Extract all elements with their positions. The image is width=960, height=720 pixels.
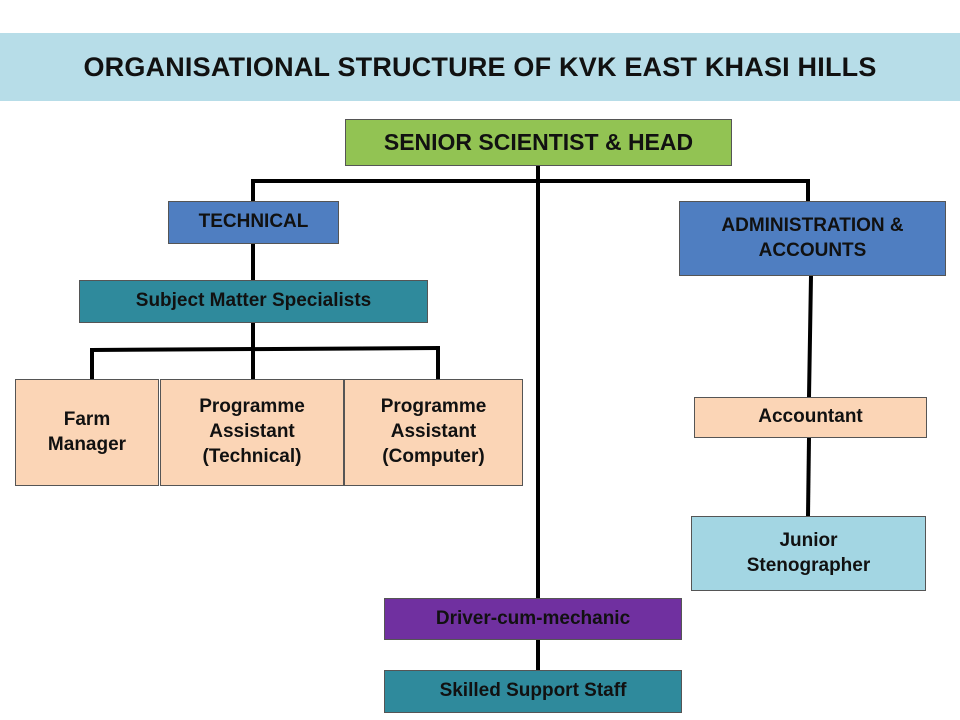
node-administration-accounts: ADMINISTRATION & ACCOUNTS [679,201,946,276]
node-label-line1: Programme [380,396,487,418]
node-label-line2: ACCOUNTS [758,239,867,261]
node-label-line1: ADMINISTRATION & [721,214,904,236]
node-label-line3: (Technical) [202,445,302,467]
node-programme-assistant-technical: Programme Assistant (Technical) [160,379,344,486]
connector-staff-bar [89,345,441,353]
node-label-line1: Farm [63,408,111,430]
node-skilled-support-staff: Skilled Support Staff [384,670,682,713]
node-label-line1: Junior [779,529,838,551]
node-label-line2: Manager [47,433,127,455]
node-driver-cum-mechanic: Driver-cum-mechanic [384,598,682,640]
node-label: Subject Matter Specialists [135,290,372,312]
node-technical: TECHNICAL [168,201,339,244]
node-label-line2: Stenographer [746,554,871,576]
connector-accountant-to-steno [805,435,812,519]
node-label: Driver-cum-mechanic [435,607,631,629]
node-farm-manager: Farm Manager [15,379,159,486]
node-junior-stenographer: Junior Stenographer [691,516,926,591]
node-label-line2: Assistant [390,421,477,443]
node-accountant: Accountant [694,397,927,438]
node-label-line3: (Computer) [382,445,485,467]
page-title: ORGANISATIONAL STRUCTURE OF KVK EAST KHA… [83,51,877,82]
node-programme-assistant-computer: Programme Assistant (Computer) [344,379,523,486]
node-label: SENIOR SCIENTIST & HEAD [383,128,694,155]
node-label: Accountant [758,406,863,428]
node-label-line1: Programme [199,396,305,418]
node-label-line2: Assistant [209,421,295,443]
title-banner: ORGANISATIONAL STRUCTURE OF KVK EAST KHA… [0,33,960,101]
node-senior-scientist-head: SENIOR SCIENTIST & HEAD [345,119,732,166]
node-subject-matter-specialists: Subject Matter Specialists [79,280,428,323]
node-label: Skilled Support Staff [439,680,627,702]
node-label: TECHNICAL [198,211,309,233]
connector-admin-to-accountant [806,273,814,400]
